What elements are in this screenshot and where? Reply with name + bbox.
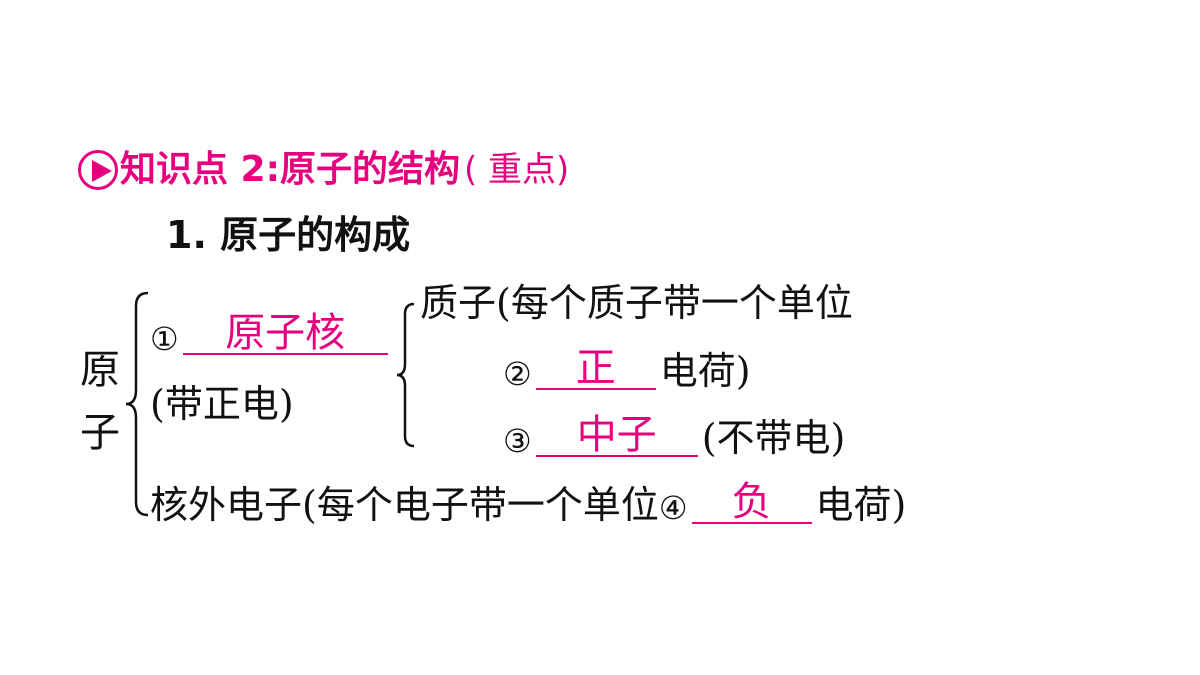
atom-label-bottom: 子	[80, 410, 120, 456]
marker-3: ③	[503, 422, 532, 460]
play-circle-icon	[78, 150, 118, 190]
blank-2-charge[interactable]: 正	[535, 348, 656, 390]
heading-tag: ( 重点)	[463, 150, 570, 190]
subheading: 1. 原子的构成	[166, 213, 411, 257]
marker-4: ④	[658, 489, 688, 527]
marker-1: ①	[150, 320, 179, 358]
electron-row: 核外电子(每个电子带一个单位 ④ 负 电荷)	[150, 482, 906, 524]
electron-text: 核外电子(每个电子带一个单位	[150, 483, 659, 527]
proton-text: 质子(每个质子带一个单位	[420, 281, 853, 325]
nucleus-brace	[396, 302, 415, 448]
atom-brace	[125, 291, 149, 517]
blank-4-charge[interactable]: 负	[691, 482, 812, 524]
proton-suffix: 电荷)	[659, 349, 751, 393]
section-heading: 知识点 2:原子的结构 ( 重点)	[78, 150, 569, 190]
blank-3-neutron[interactable]: 中子	[535, 415, 698, 457]
atom-label-top: 原	[80, 347, 120, 393]
heading-title: 知识点 2:原子的结构	[120, 149, 460, 190]
proton-row: ② 正 电荷)	[503, 348, 751, 390]
neutron-row: ③ 中子 (不带电)	[503, 415, 845, 457]
nucleus-row: ① 原子核	[150, 313, 388, 355]
marker-2: ②	[503, 355, 532, 393]
blank-1-nucleus[interactable]: 原子核	[182, 313, 388, 355]
electron-suffix: 电荷)	[815, 483, 907, 527]
nucleus-note: (带正电)	[150, 382, 294, 426]
neutron-suffix: (不带电)	[701, 416, 846, 460]
